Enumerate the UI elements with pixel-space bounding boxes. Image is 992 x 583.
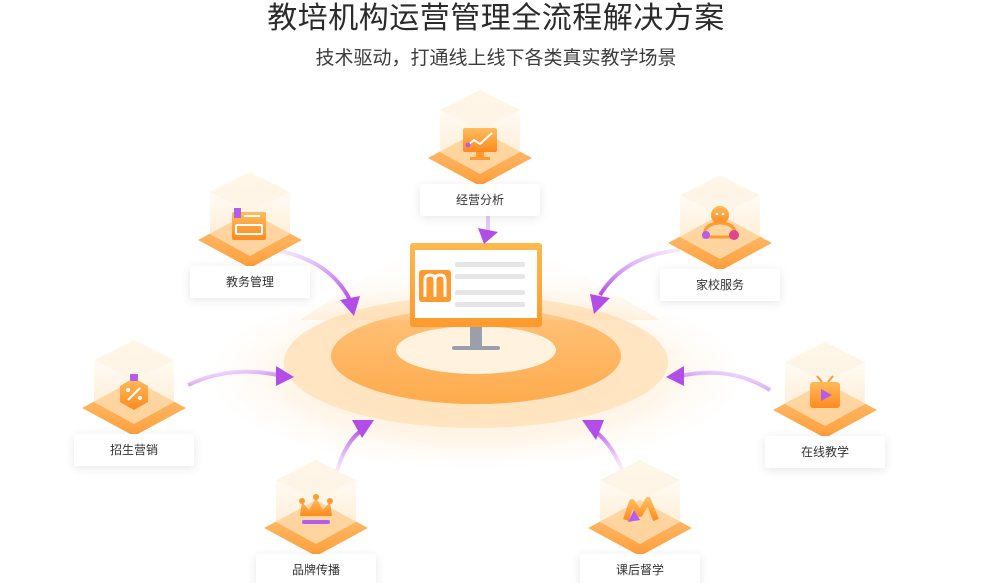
page-title: 教培机构运营管理全流程解决方案	[267, 1, 725, 36]
node-brand-promotion[interactable]: 品牌传播	[246, 460, 386, 583]
node-online-teaching[interactable]: 在线教学	[755, 342, 895, 472]
node-business-analysis[interactable]: 经营分析	[410, 90, 550, 220]
check-mark-icon	[623, 497, 659, 522]
arrow-from-analysis	[478, 215, 498, 244]
node-pillar	[198, 172, 302, 268]
node-pillar	[773, 342, 877, 438]
arrow-from-recruit	[187, 366, 294, 387]
crown-icon	[299, 494, 333, 524]
arrow-from-home	[590, 248, 681, 314]
node-pillar	[668, 175, 772, 271]
central-monitor	[410, 243, 542, 350]
node-home-school-service[interactable]: 家校服务	[650, 175, 790, 305]
node-academic-management[interactable]: 教务管理	[180, 172, 320, 302]
node-label: 家校服务	[660, 269, 780, 301]
node-label: 品牌传播	[256, 554, 376, 583]
chart-monitor-icon	[463, 128, 497, 160]
page-subtitle: 技术驱动，打通线上线下各类真实教学场景	[315, 47, 677, 69]
play-tv-icon	[810, 375, 840, 408]
node-label: 在线教学	[765, 436, 885, 468]
people-icon	[702, 206, 739, 240]
node-pillar	[264, 460, 368, 556]
arrow-from-homework	[582, 420, 624, 471]
node-enrollment-marketing[interactable]: 招生营销	[64, 340, 204, 470]
arrow-from-brand	[334, 420, 374, 476]
m-logo-icon	[419, 270, 451, 302]
node-pillar	[82, 340, 186, 436]
node-label: 经营分析	[420, 184, 540, 216]
node-label: 招生营销	[74, 434, 194, 466]
node-after-class-supervision[interactable]: 课后督学	[570, 460, 710, 583]
book-tag-icon	[232, 208, 266, 240]
node-label: 课后督学	[580, 554, 700, 583]
arrow-from-academic	[274, 248, 360, 316]
node-pillar	[428, 90, 532, 186]
discount-badge-icon	[120, 374, 148, 410]
central-platform	[206, 250, 746, 470]
node-label: 教务管理	[190, 266, 310, 298]
arrow-from-online	[666, 366, 772, 392]
node-pillar	[588, 460, 692, 556]
